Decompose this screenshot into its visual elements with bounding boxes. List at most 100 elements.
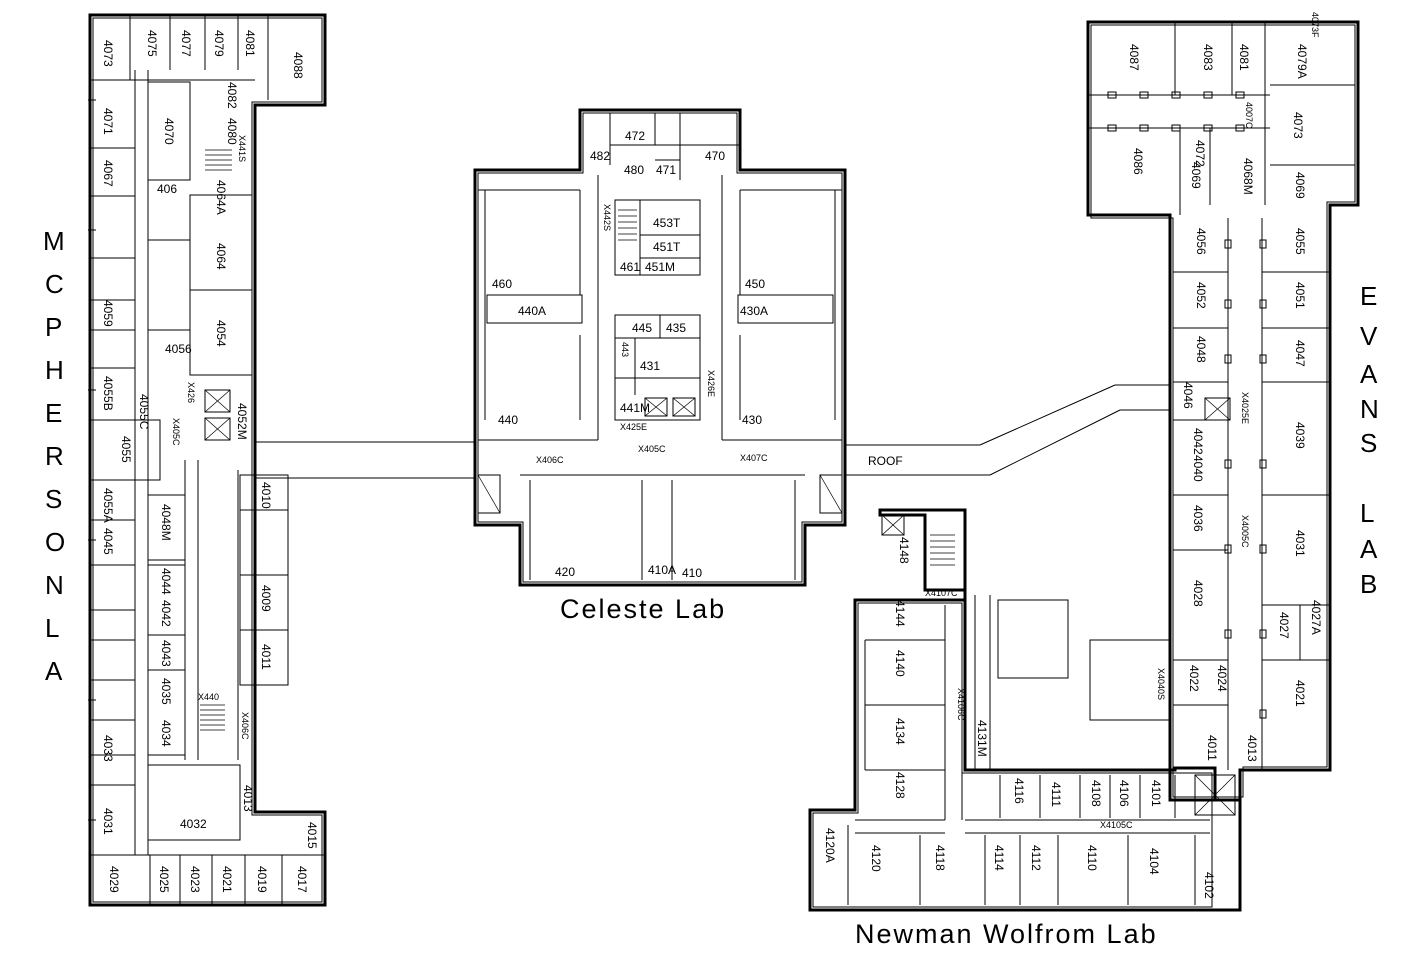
title-letter: S	[45, 484, 62, 514]
room-label: 4045	[101, 528, 115, 555]
room-label: 453T	[653, 216, 681, 230]
room-label: 4112	[1029, 845, 1043, 871]
room-label: 4055A	[101, 488, 115, 523]
room-label: 4059	[101, 300, 115, 327]
room-label: 443	[620, 342, 630, 357]
room-label: 4118	[933, 845, 947, 871]
room-label: 4035	[159, 678, 173, 705]
room-label: 4071	[101, 108, 115, 135]
room-label: 4110	[1085, 845, 1099, 871]
room-label: 4131M	[975, 720, 989, 757]
room-label: 430	[742, 413, 762, 427]
celeste-lab	[473, 108, 847, 587]
room-label: 4024	[1215, 665, 1229, 692]
room-label: 4144	[893, 600, 907, 627]
title-letter: L	[1360, 498, 1374, 528]
title-letter: B	[1360, 569, 1377, 599]
mcpherson-room-labels: 4075 4077 4079 4081 4088 4073 4082 4080 …	[101, 30, 319, 893]
room-label: X405C	[638, 444, 666, 454]
room-label: 4073	[101, 40, 115, 67]
celeste-lab-title: Celeste Lab	[560, 594, 726, 624]
room-label: 4021	[1293, 680, 1307, 707]
room-label: 4106	[1117, 780, 1131, 807]
room-label: 4088	[291, 52, 305, 79]
room-label: 4031	[1293, 530, 1307, 557]
room-label: 4029	[107, 866, 121, 893]
room-label: X4107C	[925, 588, 958, 598]
title-letter: M	[43, 226, 65, 256]
room-label: 4068M	[1241, 158, 1255, 195]
room-label: 4055	[1293, 228, 1307, 255]
room-label: 4040	[1191, 455, 1205, 482]
mcpherson-lab-title: M C P H E R S O N L A	[43, 226, 65, 686]
title-letter: P	[45, 312, 62, 342]
room-label: 4033	[101, 735, 115, 762]
title-letter: E	[45, 398, 62, 428]
room-label: 4148	[897, 537, 911, 564]
room-label: 4009	[259, 585, 273, 612]
room-label: 4011	[259, 644, 273, 670]
room-label: 4055C	[137, 394, 151, 430]
room-label: 410A	[648, 563, 676, 577]
room-label: X406C	[240, 712, 250, 740]
room-label: 4077	[179, 30, 193, 57]
room-label: 4140	[893, 650, 907, 677]
room-label: 4079A	[1295, 44, 1309, 79]
title-letter: V	[1360, 321, 1378, 351]
room-label: 4043	[159, 640, 173, 667]
title-letter: R	[45, 441, 64, 471]
room-label: 4075	[145, 30, 159, 57]
room-label: X426E	[706, 370, 716, 397]
room-label: X426	[186, 382, 196, 403]
room-label: 406	[157, 182, 177, 196]
room-label: 4042	[1191, 428, 1205, 455]
evans-lab	[1086, 20, 1360, 802]
room-label: 4104	[1147, 848, 1161, 875]
title-letter: A	[45, 656, 63, 686]
room-label: 4048M	[159, 504, 173, 541]
room-label: 4021	[220, 866, 234, 893]
room-label: 461	[620, 260, 640, 274]
room-label: 4011	[1205, 735, 1219, 761]
room-label: X425E	[620, 422, 647, 432]
room-label: 4027	[1277, 612, 1291, 639]
room-label: 4120A	[823, 828, 837, 863]
room-label: 4048	[1194, 336, 1208, 363]
room-label: X440	[198, 692, 219, 702]
room-label: 420	[555, 565, 575, 579]
title-letter: A	[1360, 359, 1378, 389]
room-label: 4111	[1049, 782, 1063, 807]
room-label: 4064A	[214, 180, 228, 215]
room-label: 4007C	[1244, 102, 1254, 129]
room-label: 4042	[159, 600, 173, 627]
celeste-room-labels: 472 482 480 471 470 453T 451T 451M 461 4…	[492, 129, 768, 580]
room-label: X442S	[602, 204, 612, 231]
room-label: 4052	[1194, 282, 1208, 309]
room-label: 451T	[653, 240, 681, 254]
title-letter: C	[45, 269, 64, 299]
evans-lab-title: E V A N S L A B	[1360, 281, 1379, 599]
newman-wolfrom-lab-title: Newman Wolfrom Lab	[855, 919, 1158, 949]
roof-label: ROOF	[868, 454, 903, 468]
room-label: 482	[590, 149, 610, 163]
room-label: 435	[666, 321, 686, 335]
room-label: 4082	[225, 82, 239, 109]
room-label: 4047	[1293, 340, 1307, 367]
room-label: 471	[656, 163, 676, 177]
title-letter: E	[1360, 281, 1377, 311]
room-label: 4102	[1202, 872, 1216, 899]
room-label: 480	[624, 163, 644, 177]
newman-wolfrom-room-labels: 4148 4144 4140 4134 4128 4120A 4120 4118…	[823, 537, 1216, 899]
room-label: 4081	[1237, 44, 1251, 71]
room-label: X407C	[740, 453, 768, 463]
room-label: 4070	[162, 118, 176, 145]
room-label: 4031	[101, 808, 115, 835]
room-label: 4064	[214, 243, 228, 270]
room-label: 4027A	[1309, 600, 1323, 635]
mcpherson-lab	[88, 13, 327, 907]
room-label: 4128	[893, 772, 907, 799]
room-label: 4022	[1187, 665, 1201, 692]
room-label: 4025	[157, 866, 171, 893]
room-label: X441S	[237, 135, 247, 162]
room-label: 4028	[1191, 580, 1205, 607]
